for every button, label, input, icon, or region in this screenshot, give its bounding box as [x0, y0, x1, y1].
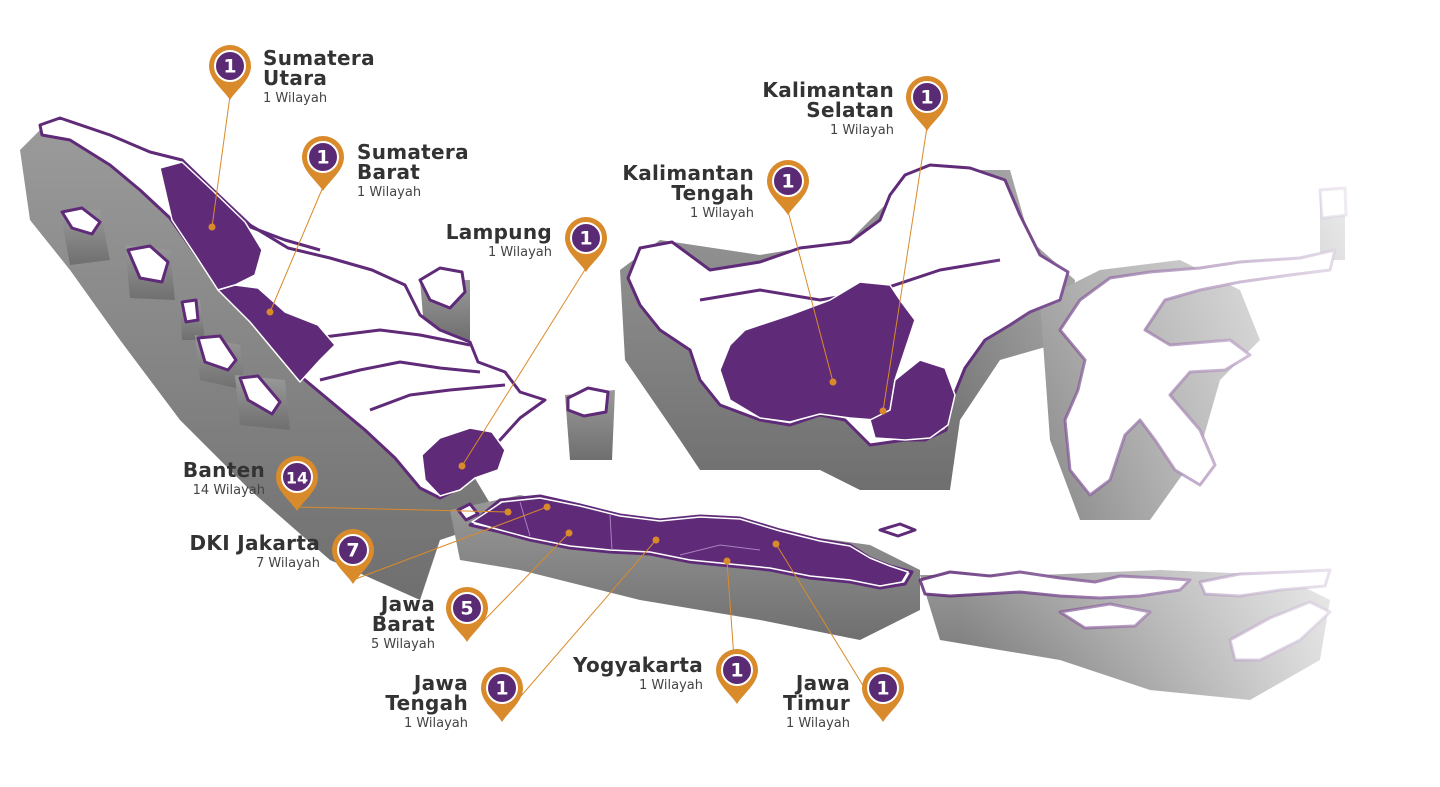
- pin-count: 1: [781, 171, 794, 193]
- province-lampung: [421, 427, 506, 497]
- label-lampung: Lampung 1 Wilayah: [446, 222, 552, 259]
- pin-badge: [570, 222, 602, 254]
- province-dot-jawa-tengah: [652, 536, 660, 544]
- label-name: Jawa: [380, 592, 435, 616]
- map-pin-icon-kalimantan-selatan[interactable]: 1: [906, 76, 948, 131]
- label-sub: 1 Wilayah: [785, 716, 850, 731]
- pin-count: 1: [495, 678, 508, 700]
- label-name: Timur: [783, 691, 850, 715]
- label-name: Utara: [263, 66, 328, 90]
- pin-count: 1: [579, 228, 592, 250]
- pin-badge: [486, 672, 518, 704]
- pin-count: 1: [920, 87, 933, 109]
- leader-line-banten: [296, 506, 509, 513]
- label-jawa-barat: Jawa Barat 5 Wilayah: [371, 594, 435, 651]
- label-sub: 1 Wilayah: [357, 185, 422, 200]
- province-dot-kalimantan-selatan: [879, 407, 887, 415]
- province-dot-dki-jakarta: [543, 503, 551, 511]
- label-sub: 14 Wilayah: [192, 483, 265, 498]
- label-sub: 5 Wilayah: [370, 637, 435, 652]
- label-name: Kalimantan: [762, 78, 894, 102]
- pin-badge: [337, 534, 369, 566]
- label-name: Tengah: [671, 181, 754, 205]
- pin-count: 1: [730, 660, 743, 682]
- pin-badge: [772, 165, 804, 197]
- label-dki-jakarta: DKI Jakarta 7 Wilayah: [190, 533, 320, 570]
- label-sub: 7 Wilayah: [255, 556, 320, 571]
- label-yogyakarta: Yogyakarta 1 Wilayah: [573, 655, 703, 692]
- label-name: Selatan: [806, 98, 894, 122]
- province-dot-kalimantan-tengah: [829, 378, 837, 386]
- province-dot-jawa-barat: [565, 529, 573, 537]
- province-kalimantan-selatan: [869, 359, 956, 441]
- label-name: Yogyakarta: [573, 653, 703, 677]
- province-dot-banten: [504, 508, 512, 516]
- map-pin-icon-banten[interactable]: 14: [276, 456, 318, 511]
- label-banten: Banten 14 Wilayah: [183, 460, 265, 497]
- map-pin-icon-lampung[interactable]: 1: [565, 217, 607, 272]
- pin-count: 7: [346, 540, 359, 562]
- label-name: Barat: [357, 160, 421, 184]
- label-kalimantan-selatan: Kalimantan Selatan 1 Wilayah: [762, 80, 894, 137]
- map-pin-icon-sumatera-utara[interactable]: 1: [209, 45, 251, 100]
- label-sub: 1 Wilayah: [689, 206, 754, 221]
- province-sumatera-barat: [217, 284, 336, 383]
- label-name: Barat: [371, 612, 435, 636]
- leader-line-dki-jakarta: [352, 506, 548, 581]
- province-dot-sumatera-utara: [208, 223, 216, 231]
- label-name: Tengah: [385, 691, 468, 715]
- province-dot-yogyakarta: [723, 557, 731, 565]
- leader-line-kalimantan-tengah: [787, 210, 834, 383]
- leader-line-lampung: [461, 267, 587, 467]
- label-name: Lampung: [445, 220, 552, 244]
- label-name: Kalimantan: [622, 161, 754, 185]
- leader-line-kalimantan-selatan: [882, 126, 928, 412]
- label-name: Sumatera: [357, 140, 469, 164]
- map-pin-icon-yogyakarta[interactable]: 1: [716, 649, 758, 704]
- province-dot-lampung: [458, 462, 466, 470]
- pin-count: 1: [223, 56, 236, 78]
- pin-badge: [721, 654, 753, 686]
- province-java: [471, 497, 909, 587]
- pin-badge: [281, 461, 313, 493]
- label-jawa-tengah: Jawa Tengah 1 Wilayah: [385, 673, 468, 730]
- province-dot-sumatera-barat: [266, 308, 274, 316]
- map-pin-icon-kalimantan-tengah[interactable]: 1: [767, 160, 809, 215]
- pin-badge: [911, 81, 943, 113]
- label-name: Sumatera: [263, 46, 375, 70]
- label-sub: 1 Wilayah: [829, 123, 894, 138]
- pin-badge: [214, 50, 246, 82]
- map-pin-icon-jawa-tengah[interactable]: 1: [481, 667, 523, 722]
- province-dot-jawa-timur: [772, 540, 780, 548]
- label-name: DKI Jakarta: [189, 531, 320, 555]
- label-name: Jawa: [413, 671, 468, 695]
- label-sub: 1 Wilayah: [403, 716, 468, 731]
- pin-badge: [867, 672, 899, 704]
- map-pin-icon-dki-jakarta[interactable]: 7: [332, 529, 374, 584]
- label-sub: 1 Wilayah: [487, 245, 552, 260]
- pin-badge: [451, 592, 483, 624]
- label-sumatera-barat: Sumatera Barat 1 Wilayah: [357, 142, 469, 199]
- label-sub: 1 Wilayah: [638, 678, 703, 693]
- label-sumatera-utara: Sumatera Utara 1 Wilayah: [263, 48, 375, 105]
- leader-line-jawa-tengah: [501, 539, 657, 719]
- label-name: Banten: [182, 458, 265, 482]
- map-pin-icon-jawa-barat[interactable]: 5: [446, 587, 488, 642]
- label-jawa-timur: Jawa Timur 1 Wilayah: [783, 673, 850, 730]
- pin-count: 1: [876, 678, 889, 700]
- pin-badge: [307, 141, 339, 173]
- map-pin-icon-jawa-timur[interactable]: 1: [862, 667, 904, 722]
- location-pins: 1 1 1 1 1 14 7 5 1 1 1: [209, 45, 948, 722]
- label-kalimantan-tengah: Kalimantan Tengah 1 Wilayah: [622, 163, 754, 220]
- pin-count: 5: [460, 598, 473, 620]
- leader-line-sumatera-utara: [211, 95, 231, 228]
- pin-count: 1: [316, 147, 329, 169]
- label-sub: 1 Wilayah: [263, 91, 328, 106]
- map-pin-icon-sumatera-barat[interactable]: 1: [302, 136, 344, 191]
- pin-count: 14: [286, 469, 308, 488]
- leader-line-sumatera-barat: [269, 186, 324, 313]
- label-name: Jawa: [795, 671, 850, 695]
